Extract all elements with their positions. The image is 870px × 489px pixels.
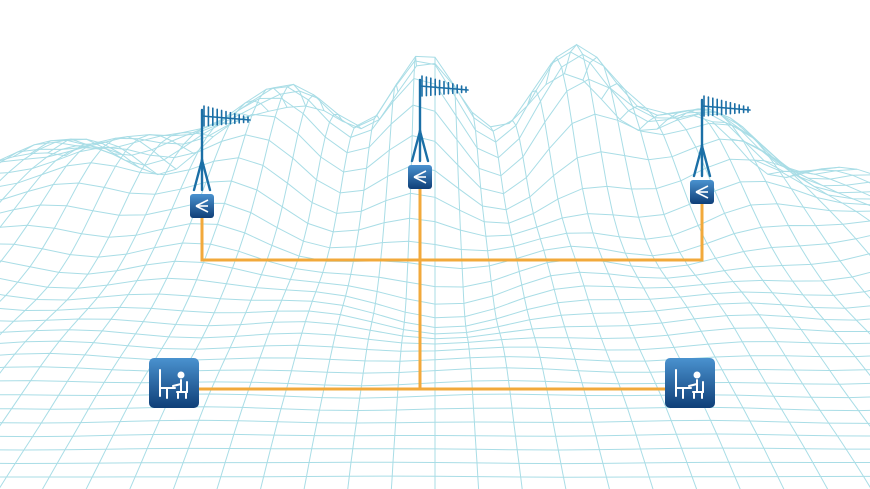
link-left-antenna — [200, 216, 420, 262]
terrain-mesh-column — [172, 94, 325, 489]
terrain-mesh-column — [0, 146, 140, 229]
terrain-mesh-column — [490, 126, 567, 489]
terrain-mesh-column — [42, 100, 269, 489]
link-right-antenna — [420, 202, 704, 262]
terrain-mesh-column — [0, 139, 84, 164]
signal-splitter-icon — [413, 170, 427, 184]
antenna-icon — [410, 75, 469, 163]
terrain-mesh-column — [0, 136, 177, 303]
connection-links — [198, 187, 704, 391]
terrain-mesh-column — [786, 169, 870, 184]
antenna-right[interactable] — [690, 95, 751, 204]
terrain-mesh-column — [453, 84, 480, 489]
terrain-mesh-column — [347, 82, 399, 489]
terrain-mesh-column — [85, 87, 288, 489]
operator-workstation-icon — [159, 369, 188, 399]
terrain-mesh-column — [600, 82, 829, 489]
terrain-mesh-column — [129, 83, 307, 489]
terrain-mesh-column — [390, 56, 417, 489]
terrain-mesh-column — [303, 114, 380, 489]
signal-splitter-icon — [695, 185, 709, 199]
workstation-box — [149, 358, 199, 408]
antenna-icon — [192, 105, 251, 192]
terrain-mesh-column — [656, 109, 870, 377]
terrain-wireframe — [0, 43, 870, 489]
terrain-mesh-column — [638, 113, 870, 427]
terrain-mesh-column — [0, 122, 232, 427]
terrain-mesh-column — [582, 56, 785, 489]
antenna-icon — [692, 95, 751, 178]
terrain-mesh-column — [545, 56, 698, 489]
terrain-mesh-column — [693, 111, 870, 299]
terrain-mesh-column — [0, 141, 158, 264]
terrain-mesh-column — [712, 121, 870, 256]
antenna-left[interactable] — [190, 105, 251, 218]
terrain-mesh-column — [216, 113, 344, 489]
terrain-mesh-column — [563, 43, 741, 489]
terrain-mesh-column — [0, 138, 103, 182]
operator-workstation-icon — [675, 369, 704, 399]
workstation-left[interactable] — [149, 358, 199, 408]
terrain-mesh-column — [260, 124, 362, 489]
terrain-mesh-column — [619, 105, 870, 488]
terrain-mesh-column — [526, 89, 654, 489]
terrain-mesh-column — [0, 145, 121, 203]
workstation-box — [665, 358, 715, 408]
terrain-mesh-column — [471, 111, 523, 489]
terrain-mesh-column — [0, 113, 251, 489]
signal-splitter-icon — [195, 199, 209, 213]
terrain-mesh-column — [767, 170, 870, 197]
terrain-mesh-column — [730, 138, 870, 222]
terrain-mesh-column — [0, 134, 195, 336]
terrain-mesh-column — [749, 159, 870, 207]
workstation-right[interactable] — [665, 358, 715, 408]
antenna-center[interactable] — [408, 75, 469, 189]
terrain-mesh-column — [508, 119, 610, 489]
terrain-mesh-column — [0, 132, 214, 374]
terrain-mesh-column — [804, 166, 870, 174]
